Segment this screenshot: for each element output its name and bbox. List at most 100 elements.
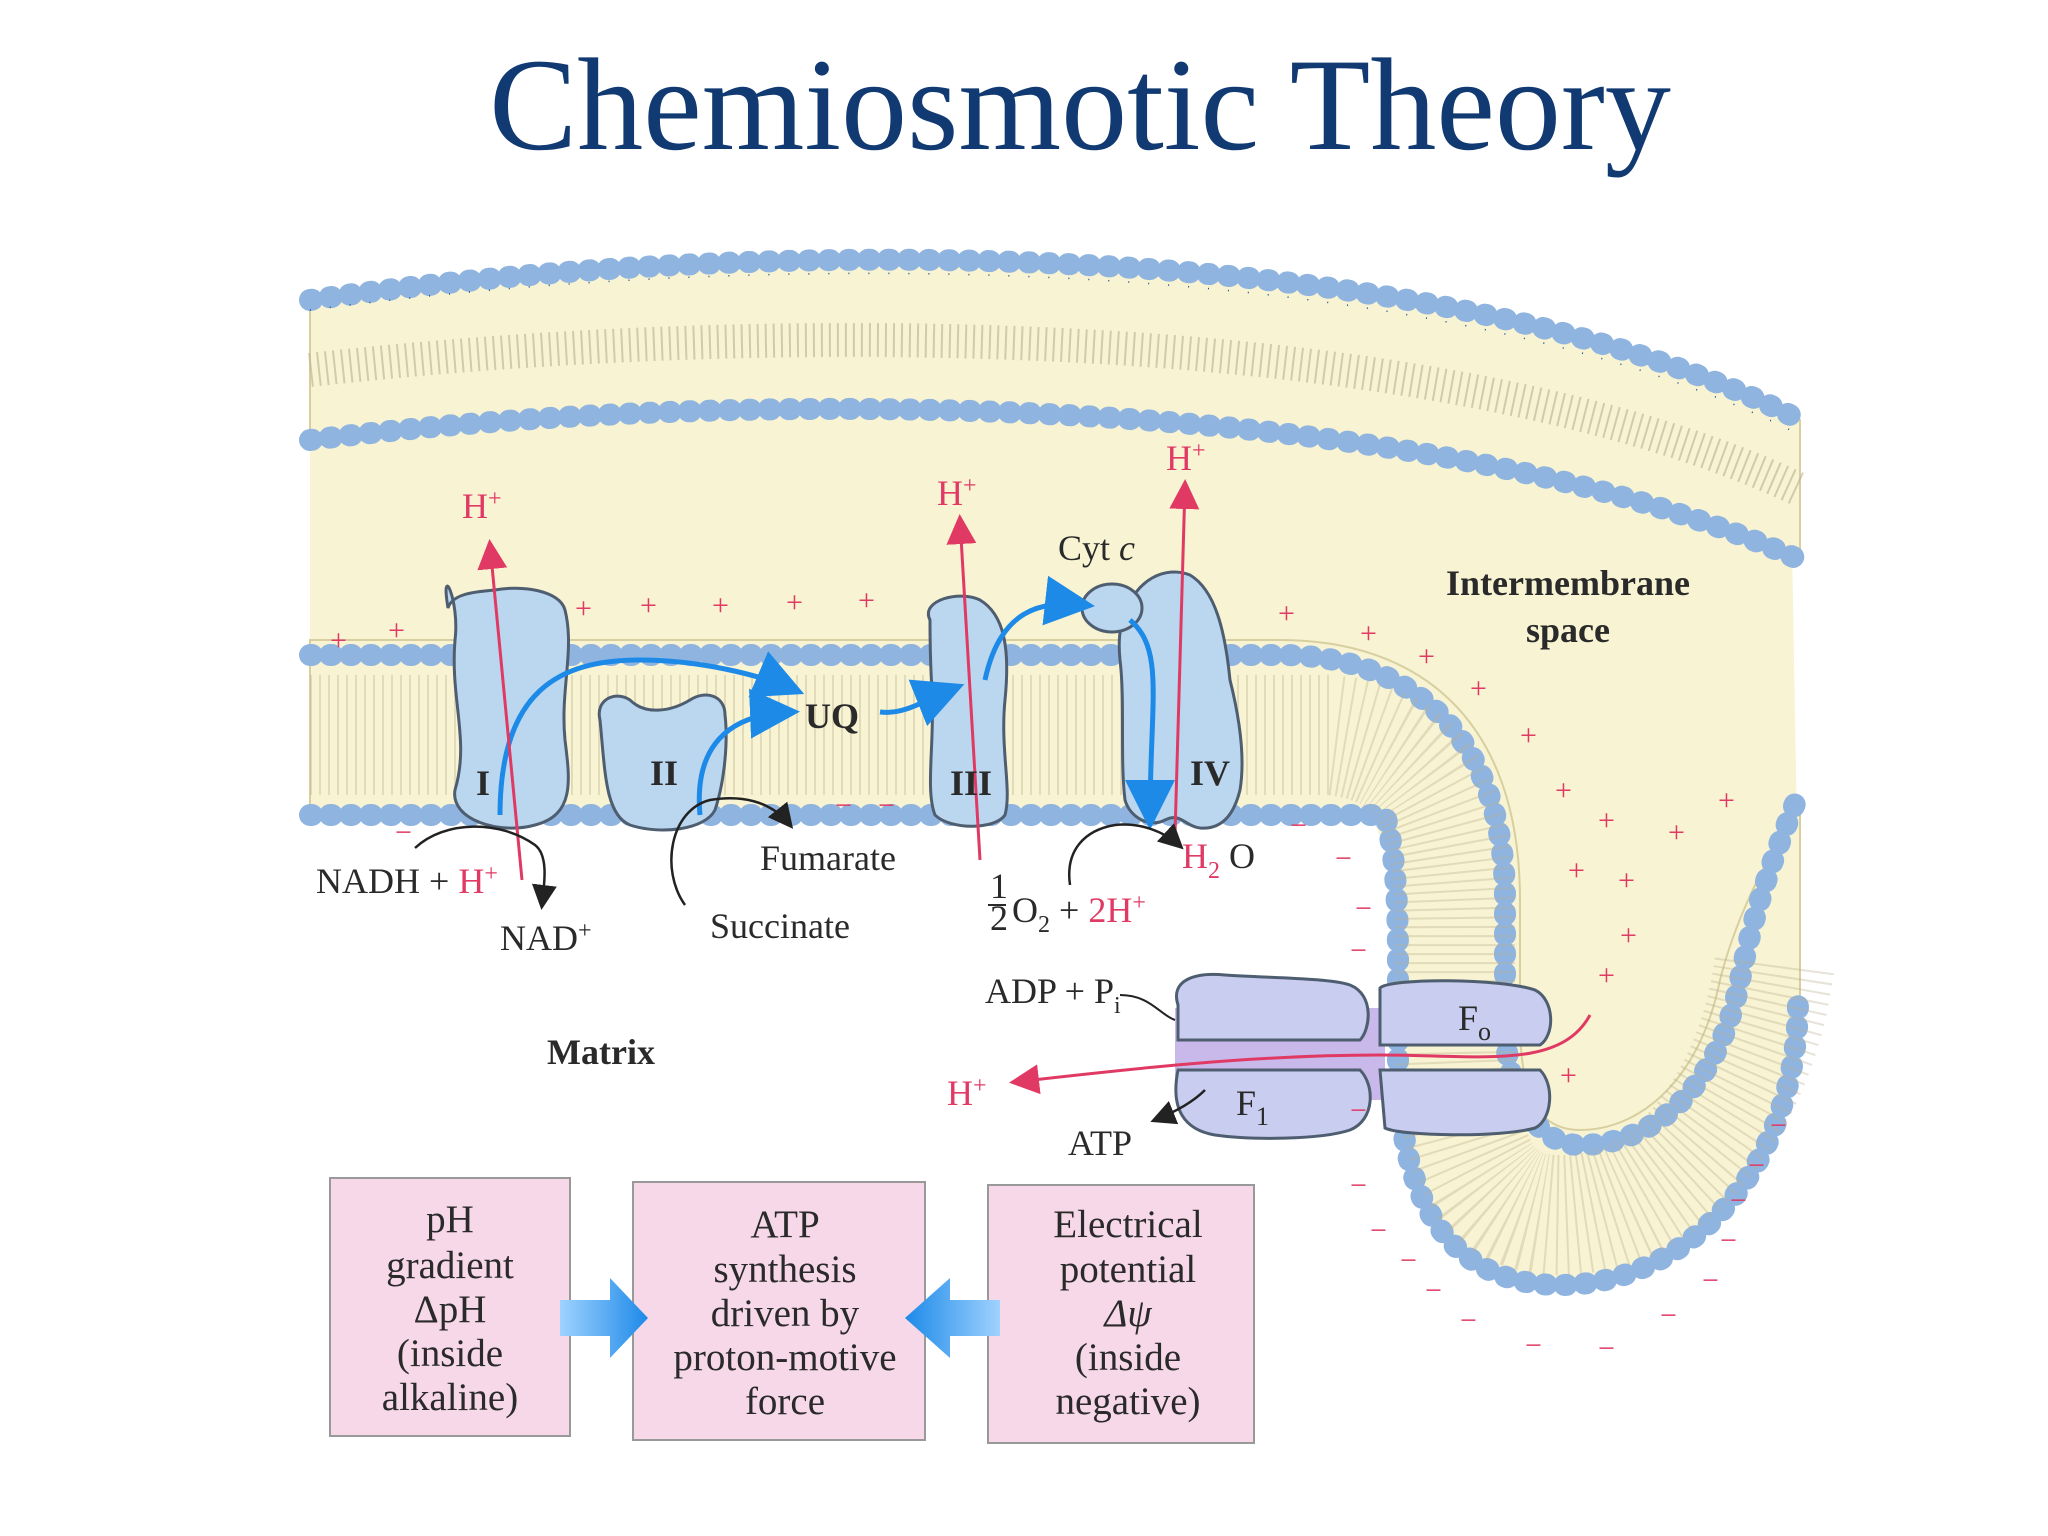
plus-charge: + bbox=[1668, 816, 1685, 849]
electron-arrow-uq-to-iii bbox=[879, 679, 965, 727]
proton-arrow-i bbox=[477, 539, 524, 881]
intermembrane-label-line-1: Intermembrane bbox=[1446, 563, 1690, 603]
svg-text:force: force bbox=[745, 1380, 825, 1423]
svg-text:Δψ: Δψ bbox=[1102, 1292, 1152, 1335]
arrow-electrical-to-atp bbox=[905, 1278, 1000, 1358]
minus-charge: − bbox=[1598, 1332, 1615, 1365]
nadh-label: NADH + H+ bbox=[316, 861, 498, 901]
proton-arrow-synthase bbox=[1009, 1014, 1592, 1095]
plus-charge: + bbox=[1555, 774, 1572, 807]
plus-charge: + bbox=[1598, 804, 1615, 837]
minus-charge: − bbox=[1660, 1299, 1677, 1332]
proton-label-synthase: H+ bbox=[947, 1073, 987, 1113]
positive-charges: +++++++++++++++++++++ bbox=[330, 584, 1735, 1092]
f1-label: F1 bbox=[1236, 1083, 1269, 1131]
plus-charge: + bbox=[640, 589, 657, 622]
svg-text:alkaline): alkaline) bbox=[382, 1376, 518, 1419]
plus-charge: + bbox=[1568, 854, 1585, 887]
svg-text:O2 + 2H+: O2 + 2H+ bbox=[1012, 890, 1146, 938]
minus-charge: − bbox=[1355, 892, 1372, 925]
svg-text:ΔpH: ΔpH bbox=[414, 1288, 487, 1331]
electron-arrow-ii-to-uq bbox=[696, 688, 800, 816]
plus-charge: + bbox=[1360, 617, 1377, 650]
slide-title: Chemiosmotic Theory bbox=[489, 31, 1671, 178]
arrow-ph-to-atp bbox=[560, 1278, 648, 1358]
minus-charge: − bbox=[1425, 1274, 1442, 1307]
uq-label: UQ bbox=[805, 696, 859, 736]
electrical-potential-box: Electrical potential Δψ (inside negative… bbox=[987, 1184, 1255, 1444]
complex-ii bbox=[597, 693, 728, 832]
proton-arrow-iii bbox=[946, 514, 982, 861]
svg-text:potential: potential bbox=[1060, 1248, 1197, 1291]
succinate-label: Succinate bbox=[710, 906, 850, 946]
minus-charge: − bbox=[1720, 1224, 1737, 1257]
ph-gradient-box: pH gradient ΔpH (inside alkaline) bbox=[329, 1177, 571, 1437]
plus-charge: + bbox=[1598, 959, 1615, 992]
proton-label-i: H+ bbox=[462, 486, 502, 526]
electron-arrow-iii-to-cytc bbox=[982, 575, 1095, 681]
minus-charge: − bbox=[1350, 1169, 1367, 1202]
electron-arrow-cytc-to-iv bbox=[1125, 618, 1176, 830]
svg-text:(inside: (inside bbox=[1075, 1336, 1181, 1379]
minus-charge: − bbox=[395, 816, 412, 849]
plus-charge: + bbox=[1618, 864, 1635, 897]
plus-charge: + bbox=[1520, 719, 1537, 752]
plus-charge: + bbox=[712, 589, 729, 622]
plus-charge: + bbox=[330, 624, 347, 657]
half-o2-label: 1 2 O2 + 2H+ bbox=[988, 866, 1146, 938]
plus-charge: + bbox=[1278, 597, 1295, 630]
minus-charge: − bbox=[1400, 1244, 1417, 1277]
adp-pi-label: ADP + Pi bbox=[985, 971, 1121, 1019]
complex-i-label: I bbox=[476, 763, 490, 803]
water-label: H2 O bbox=[1182, 836, 1255, 884]
fumarate-label: Fumarate bbox=[760, 838, 896, 878]
plus-charge: + bbox=[1620, 919, 1637, 952]
svg-text:Electrical: Electrical bbox=[1053, 1203, 1203, 1246]
intermembrane-label-line-2: space bbox=[1526, 610, 1610, 650]
svg-text:(inside: (inside bbox=[397, 1332, 503, 1375]
proton-arrow-iv bbox=[1169, 479, 1200, 836]
oxygen-reaction-arrow bbox=[1067, 823, 1184, 886]
plus-charge: + bbox=[1470, 672, 1487, 705]
svg-text:ATP: ATP bbox=[750, 1203, 819, 1246]
plus-charge: + bbox=[858, 584, 875, 617]
svg-text:2: 2 bbox=[990, 898, 1008, 938]
minus-charge: − bbox=[1370, 1214, 1387, 1247]
minus-charge: − bbox=[1525, 1329, 1542, 1362]
svg-text:proton-motive: proton-motive bbox=[673, 1336, 896, 1379]
svg-text:negative): negative) bbox=[1055, 1380, 1200, 1423]
minus-charge: − bbox=[1335, 842, 1352, 875]
plus-charge: + bbox=[388, 614, 405, 647]
svg-text:pH: pH bbox=[426, 1198, 474, 1241]
plus-charge: + bbox=[1560, 1059, 1577, 1092]
minus-charge: − bbox=[1350, 934, 1367, 967]
atp-label: ATP bbox=[1068, 1123, 1132, 1163]
svg-text:synthesis: synthesis bbox=[713, 1248, 856, 1291]
minus-charge: − bbox=[1460, 1304, 1477, 1337]
fo-label: Fo bbox=[1458, 998, 1491, 1046]
svg-text:1: 1 bbox=[990, 866, 1008, 906]
complex-ii-label: II bbox=[650, 753, 678, 793]
minus-charge: − bbox=[1730, 1184, 1747, 1217]
nad-label: NAD+ bbox=[500, 918, 592, 958]
plus-charge: + bbox=[575, 592, 592, 625]
plus-charge: + bbox=[1718, 784, 1735, 817]
complex-iii-label: III bbox=[950, 763, 992, 803]
minus-charge: − bbox=[878, 789, 895, 822]
nadh-reaction-arrow bbox=[414, 825, 557, 910]
minus-charge: − bbox=[1748, 1149, 1765, 1182]
negative-charges: −−−−−−−−−−−−−−−−−−−−− bbox=[395, 789, 1787, 1365]
minus-charge: − bbox=[1770, 1109, 1787, 1142]
complex-i bbox=[444, 584, 571, 830]
adp-connector bbox=[1119, 994, 1176, 1021]
minus-charge: − bbox=[835, 789, 852, 822]
complex-iv-label: IV bbox=[1190, 753, 1230, 793]
proton-label-iv: H+ bbox=[1166, 438, 1206, 478]
plus-charge: + bbox=[786, 586, 803, 619]
cyt-c-label: Cyt c bbox=[1058, 528, 1135, 568]
svg-text:driven by: driven by bbox=[711, 1292, 860, 1335]
minus-charge: − bbox=[1290, 809, 1307, 842]
svg-text:gradient: gradient bbox=[386, 1244, 514, 1287]
